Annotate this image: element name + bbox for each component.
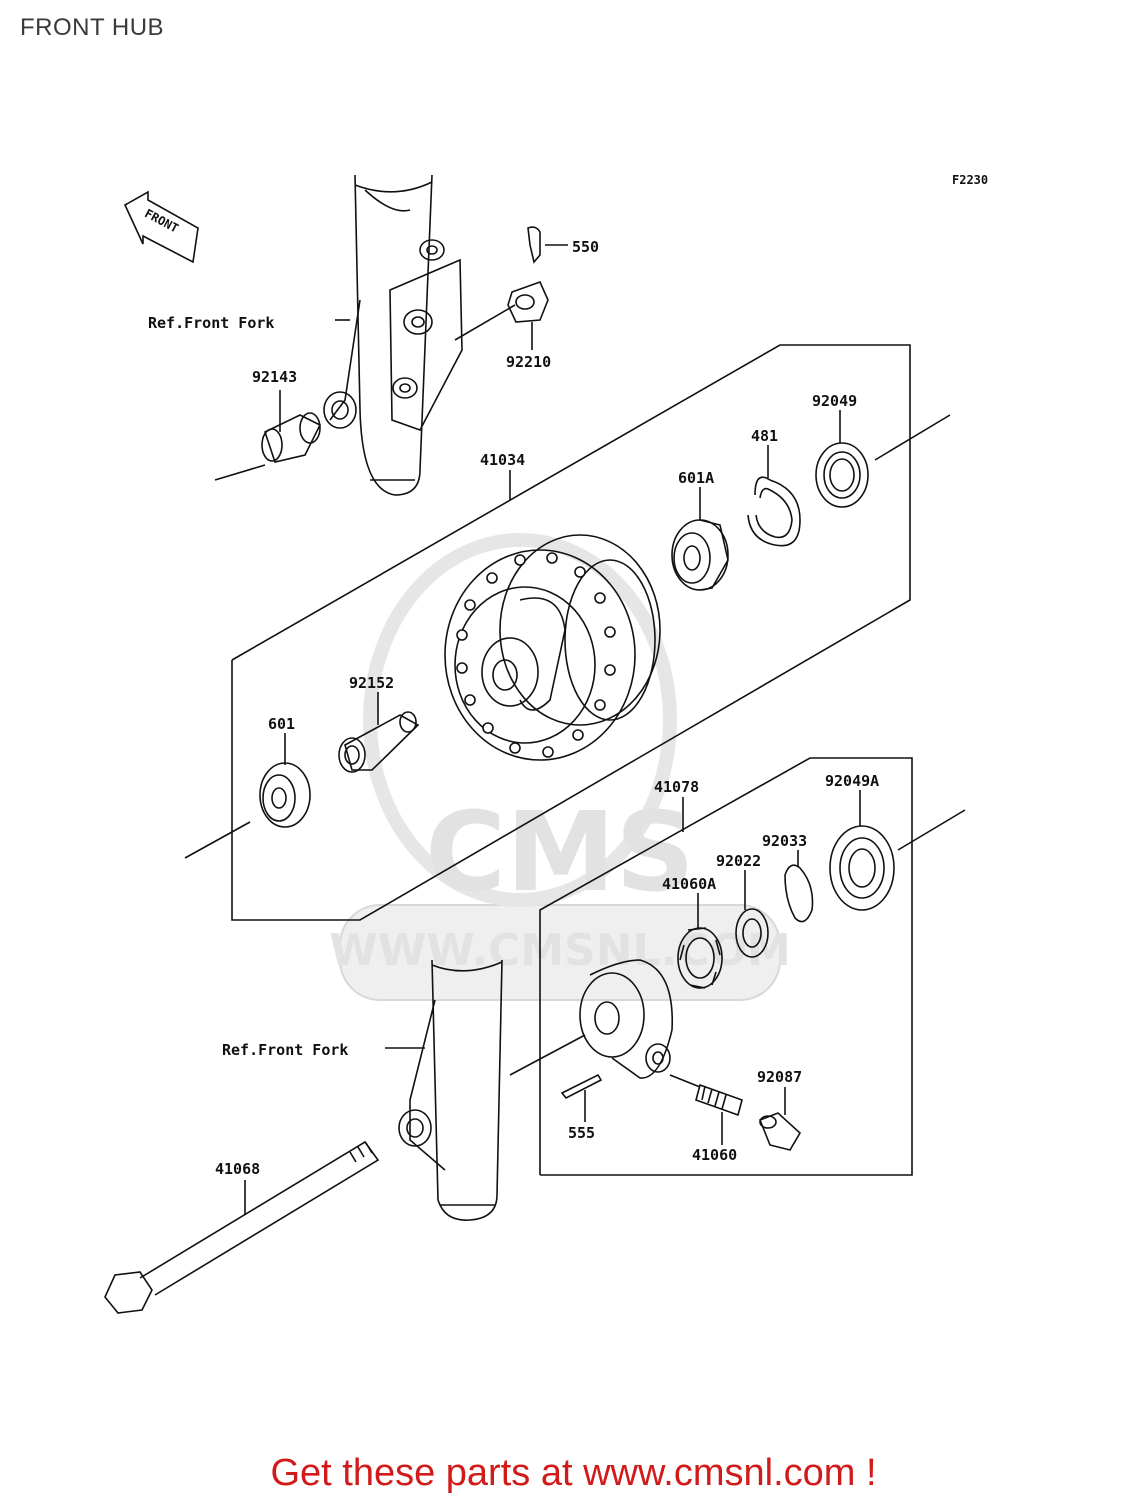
part-92049-seal-icon: [815, 442, 869, 508]
part-label-481: 481: [751, 427, 778, 445]
front-hub-disc-icon: [444, 534, 661, 761]
part-label-92049A: 92049A: [825, 772, 879, 790]
part-label-41034: 41034: [480, 451, 525, 469]
part-41078-bracket: [539, 757, 913, 1176]
part-92022-washer-icon: [735, 908, 769, 958]
part-label-92210: 92210: [506, 353, 551, 371]
part-label-92033: 92033: [762, 832, 807, 850]
part-550-cotter-pin-icon: [527, 226, 541, 264]
page-title: FRONT HUB: [20, 14, 165, 41]
part-label-41078: 41078: [654, 778, 699, 796]
cta-link[interactable]: Get these parts at www.cmsnl.com !: [270, 1452, 877, 1494]
part-41068-axle-icon: [104, 1140, 380, 1314]
upper-fork-leg: [323, 174, 463, 496]
front-arrow-icon: FRONT: [123, 190, 199, 264]
part-92210-nut-icon: [507, 280, 549, 323]
part-601A-bearing-icon: [671, 519, 729, 591]
part-41060A-gear-icon: [677, 927, 723, 989]
ref-front-fork-upper: Ref.Front Fork: [148, 314, 274, 332]
part-555-pin-icon: [560, 1073, 603, 1100]
part-92049A-seal-icon: [829, 825, 895, 911]
part-41034-bracket: [231, 344, 911, 921]
lower-fork-leg: [398, 959, 503, 1221]
part-label-92152: 92152: [349, 674, 394, 692]
part-label-41068: 41068: [215, 1160, 260, 1178]
part-92143-collar-icon: [261, 412, 322, 463]
part-label-92049: 92049: [812, 392, 857, 410]
watermark: CMS WWW.CMSNL.COM: [329, 533, 791, 1001]
part-label-92143: 92143: [252, 368, 297, 386]
diagram-code: F2230: [952, 173, 988, 187]
ref-front-fork-lower: Ref.Front Fork: [222, 1041, 348, 1059]
part-label-92087: 92087: [757, 1068, 802, 1086]
parts-diagram: CMS WWW.CMSNL.COM FRONT: [104, 173, 988, 1314]
part-label-555: 555: [568, 1124, 595, 1142]
part-92087-bushing-icon: [758, 1112, 802, 1151]
part-601-bearing-icon: [259, 762, 311, 828]
part-label-41060: 41060: [692, 1146, 737, 1164]
part-92033-circlip-icon: [784, 864, 814, 923]
watermark-logo: CMS: [425, 788, 694, 916]
part-label-601A: 601A: [678, 469, 714, 487]
part-label-92022: 92022: [716, 852, 761, 870]
part-481-circlip-icon: [747, 476, 801, 547]
part-41060-worm-gear-icon: [669, 1074, 743, 1117]
speedometer-gear-housing-icon: [579, 959, 674, 1079]
part-label-550: 550: [572, 238, 599, 256]
part-label-41060A: 41060A: [662, 875, 716, 893]
part-92152-collar-icon: [338, 711, 420, 773]
part-label-601: 601: [268, 715, 295, 733]
